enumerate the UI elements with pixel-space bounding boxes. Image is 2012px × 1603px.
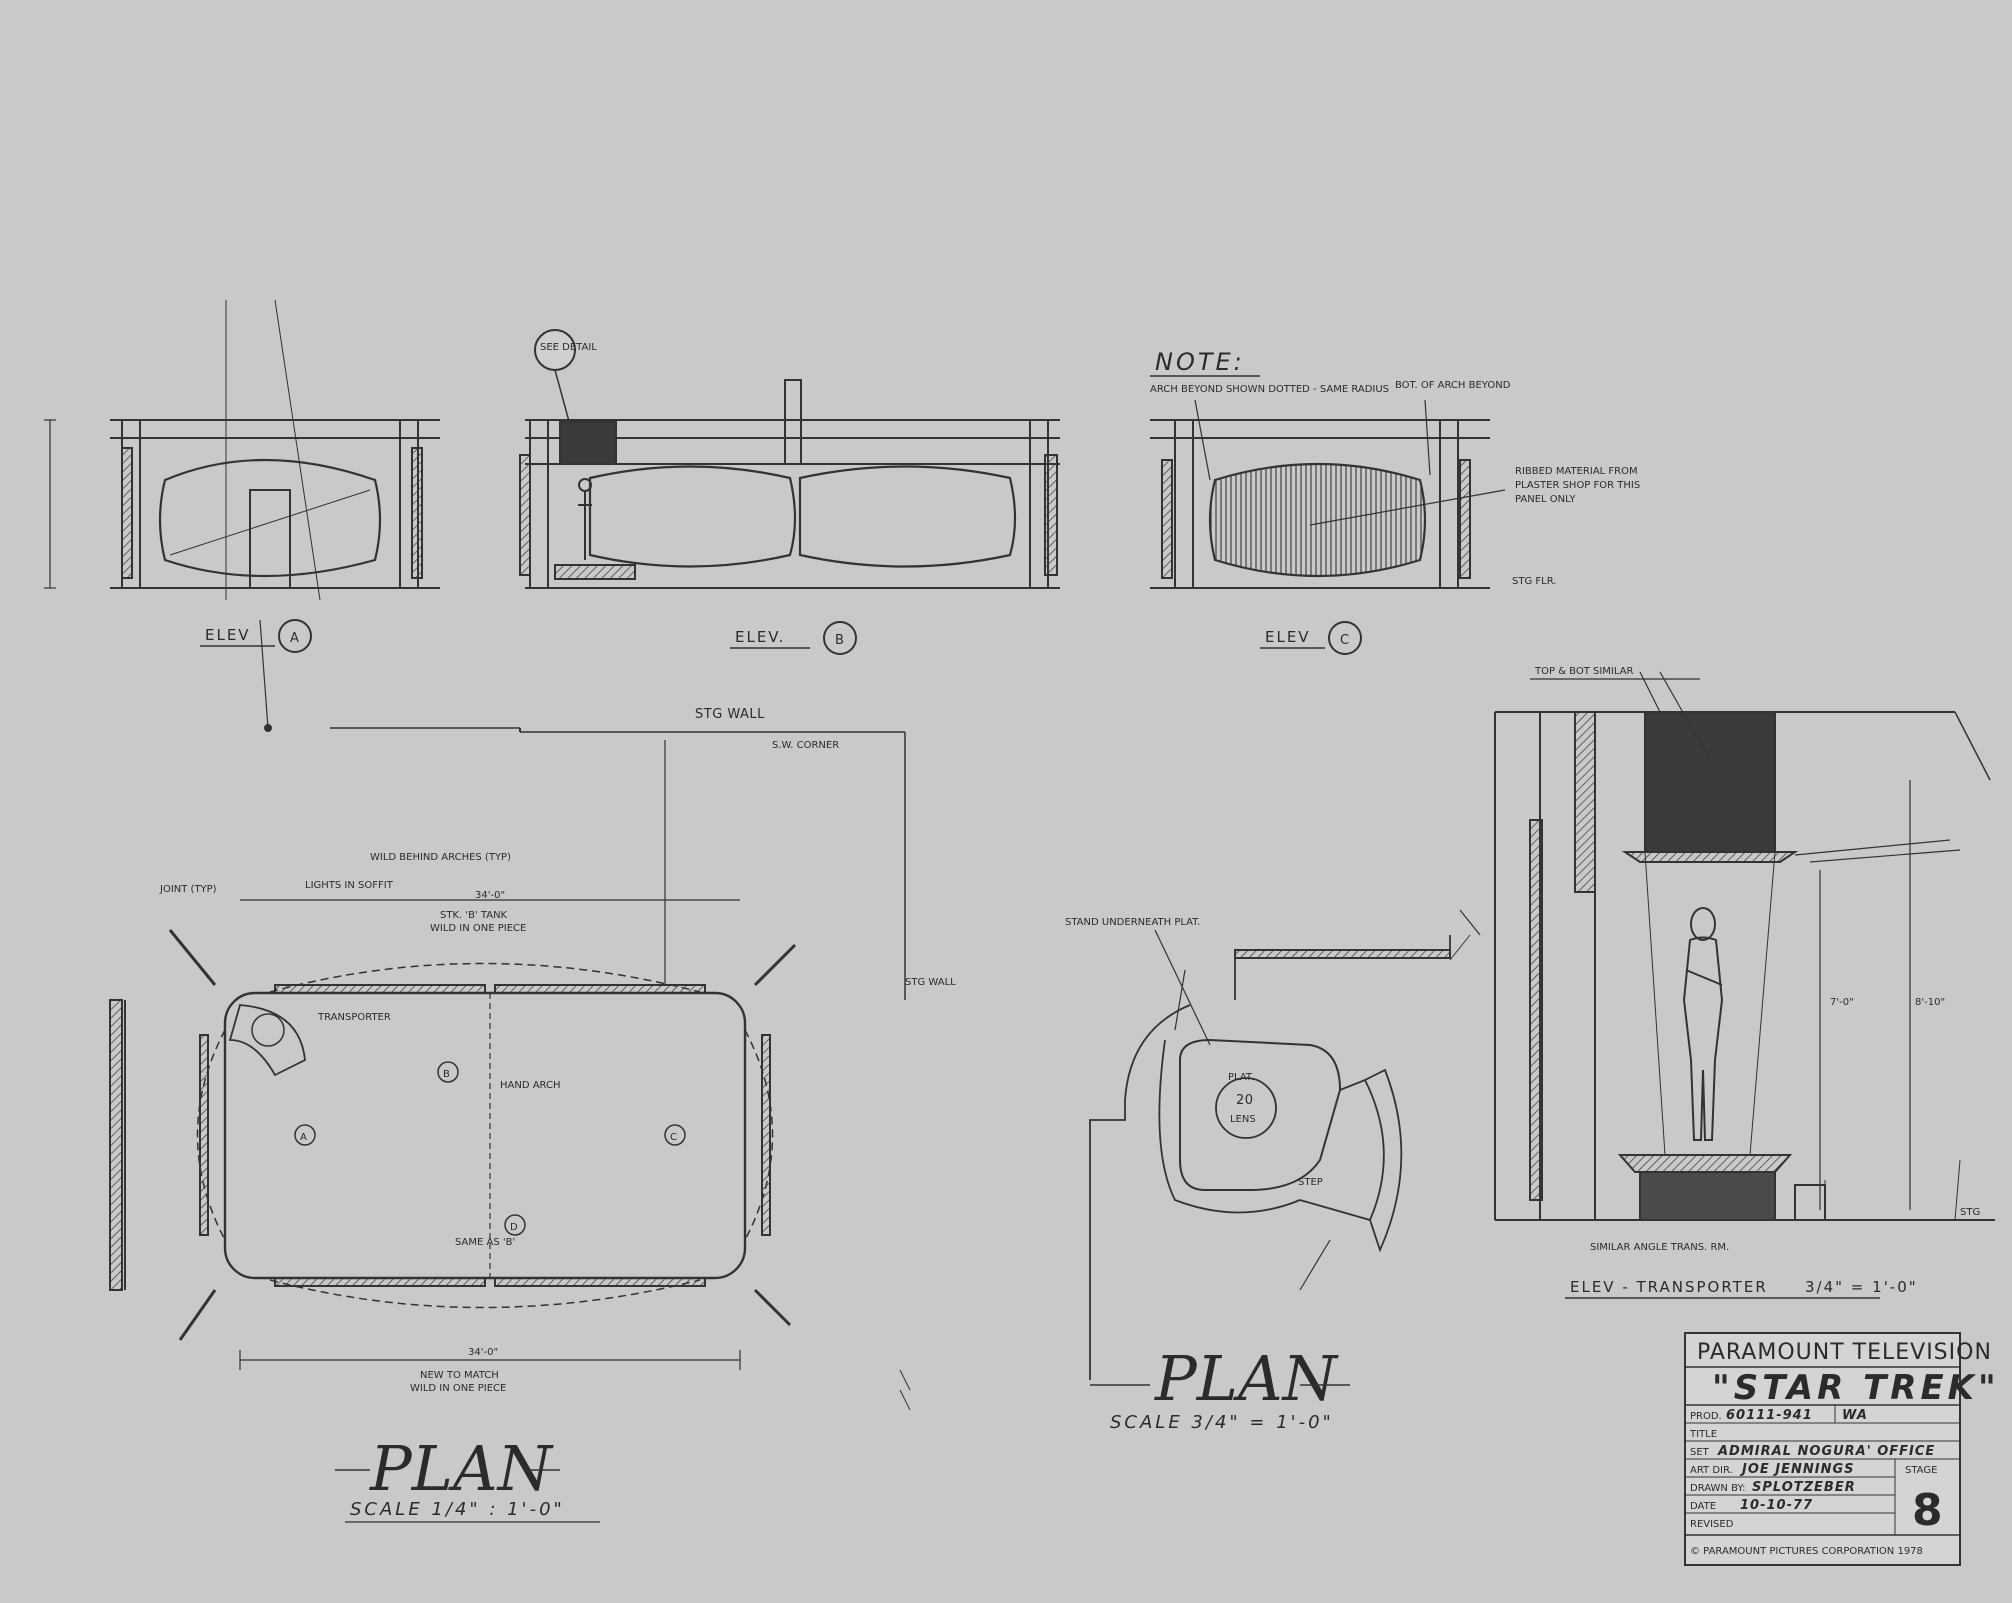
label-stg-wall-top: STG WALL	[695, 707, 765, 722]
plan-marker-d: D	[510, 1222, 518, 1233]
note-title: NOTE:	[1155, 348, 1245, 376]
plan-right-scale: SCALE 3/4" = 1'-0"	[1110, 1412, 1334, 1433]
label-stg-wall-right: STG WALL	[905, 977, 956, 988]
plan-right-drawing	[1089, 929, 1471, 1380]
tb-set-label: SET	[1690, 1447, 1710, 1458]
label-plat: PLAT.	[1228, 1072, 1254, 1083]
label-sw-corner: S.W. CORNER	[772, 740, 839, 751]
elevation-a-text: ELEV	[205, 626, 251, 644]
elevation-a-label: ELEV A	[200, 619, 312, 653]
plan-left-markers: A B C D	[294, 1061, 686, 1236]
label-dim-8-10: 8'-10"	[1915, 997, 1945, 1008]
tb-date-label: DATE	[1690, 1501, 1716, 1512]
note-arch-beyond: ARCH BEYOND SHOWN DOTTED - SAME RADIUS	[1150, 384, 1389, 395]
label-wild-one-piece-bottom: WILD IN ONE PIECE	[410, 1383, 506, 1394]
label-lens: LENS	[1230, 1114, 1256, 1125]
plan-left-scale: SCALE 1/4" : 1'-0"	[350, 1499, 565, 1520]
tb-drawn-by-value: SPLOTZEBER	[1752, 1480, 1856, 1495]
label-dim-34-bottom: 34'-0"	[468, 1347, 498, 1358]
tb-title-label: TITLE	[1689, 1429, 1717, 1440]
transporter-elevation-title: ELEV - TRANSPORTER	[1570, 1278, 1768, 1296]
plan-right-labels: STAND UNDERNEATH PLAT. PLAT. 20 LENS STE…	[1065, 917, 1350, 1433]
tb-prod-suffix: WA	[1842, 1408, 1868, 1423]
elevation-a-letter: A	[290, 631, 299, 646]
see-detail-text: SEE DETAIL	[540, 342, 597, 353]
label-similar-angle: SIMILAR ANGLE TRANS. RM.	[1590, 1242, 1729, 1253]
transporter-elevation-scale: 3/4" = 1'-0"	[1805, 1278, 1918, 1296]
label-wild-behind-arches: WILD BEHIND ARCHES (TYP)	[370, 852, 511, 863]
label-step: STEP	[1298, 1177, 1323, 1188]
label-dim-7: 7'-0"	[1830, 997, 1854, 1008]
plan-right-title: PLAN	[1154, 1342, 1340, 1415]
tb-revised-label: REVISED	[1690, 1519, 1734, 1530]
elevation-a	[44, 299, 440, 732]
plan-left-drawing	[109, 727, 911, 1411]
note-ribbed-3: PANEL ONLY	[1515, 494, 1576, 505]
label-dim-34: 34'-0"	[475, 890, 505, 901]
label-top-bot-similar: TOP & BOT SIMILAR	[1534, 666, 1634, 677]
note-bot-of-arch: BOT. OF ARCH BEYOND	[1395, 380, 1511, 391]
note-ribbed-2: PLASTER SHOP FOR THIS	[1515, 480, 1640, 491]
label-lights-in-soffit: LIGHTS IN SOFFIT	[305, 880, 394, 891]
elevation-b-text: ELEV.	[735, 628, 785, 646]
plan-left-labels: STG WALL S.W. CORNER WILD BEHIND ARCHES …	[159, 707, 956, 1523]
note-ribbed-1: RIBBED MATERIAL FROM	[1515, 466, 1638, 477]
tb-drawn-by-label: DRAWN BY:	[1690, 1483, 1746, 1494]
transporter-elevation-labels: TOP & BOT SIMILAR 7'-0" 8'-10" STG SIMIL…	[1530, 666, 1980, 1299]
label-stg: STG	[1960, 1207, 1980, 1218]
tb-copyright: © PARAMOUNT PICTURES CORPORATION 1978	[1690, 1546, 1923, 1557]
plan-left-title: PLAN	[369, 1432, 555, 1505]
label-stk-tank: STK. 'B' TANK	[440, 910, 508, 921]
note-stg-flr: STG FLR.	[1512, 576, 1556, 587]
label-stand-underneath: STAND UNDERNEATH PLAT.	[1065, 917, 1200, 928]
tb-art-dir-value: JOE JENNINGS	[1739, 1462, 1855, 1477]
tb-set-value: ADMIRAL NOGURA' OFFICE	[1717, 1444, 1935, 1459]
label-wild-one-piece: WILD IN ONE PIECE	[430, 923, 526, 934]
elevation-c-notes: NOTE: ARCH BEYOND SHOWN DOTTED - SAME RA…	[1150, 348, 1640, 587]
label-lens-20: 20	[1236, 1093, 1254, 1108]
tb-date-value: 10-10-77	[1740, 1498, 1813, 1513]
elevation-b	[519, 379, 1060, 589]
tb-company: PARAMOUNT TELEVISION	[1697, 1340, 1992, 1365]
elevation-b-letter: B	[835, 633, 844, 648]
tb-prod-value: 60111-941	[1726, 1408, 1813, 1423]
elevation-c	[1150, 399, 1506, 589]
transporter-elevation-drawing	[1459, 671, 1995, 1221]
elevation-c-letter: C	[1340, 633, 1350, 648]
label-same-as-b: SAME AS 'B'	[455, 1237, 515, 1248]
plan-marker-a: A	[300, 1132, 307, 1143]
elevation-b-label: ELEV. B	[730, 621, 857, 655]
see-detail-callout: SEE DETAIL	[534, 329, 597, 426]
label-new-to-match: NEW TO MATCH	[420, 1370, 499, 1381]
title-block: PARAMOUNT TELEVISION "STAR TREK" PROD. 6…	[1684, 1332, 2000, 1566]
plan-marker-b: B	[443, 1069, 450, 1080]
elevation-c-text: ELEV	[1265, 628, 1311, 646]
tb-show: "STAR TREK"	[1712, 1368, 2000, 1408]
plan-marker-c: C	[670, 1132, 677, 1143]
label-hand-arch: HAND ARCH	[500, 1080, 561, 1091]
label-joint-typ: JOINT (TYP)	[159, 884, 217, 895]
tb-stage-label: STAGE	[1905, 1465, 1937, 1476]
tb-prod-label: PROD.	[1690, 1411, 1722, 1422]
tb-stage-value: 8	[1912, 1485, 1943, 1536]
elevation-c-label: ELEV C	[1260, 621, 1362, 655]
label-transporter: TRANSPORTER	[317, 1012, 391, 1023]
tb-art-dir-label: ART DIR.	[1690, 1465, 1733, 1476]
